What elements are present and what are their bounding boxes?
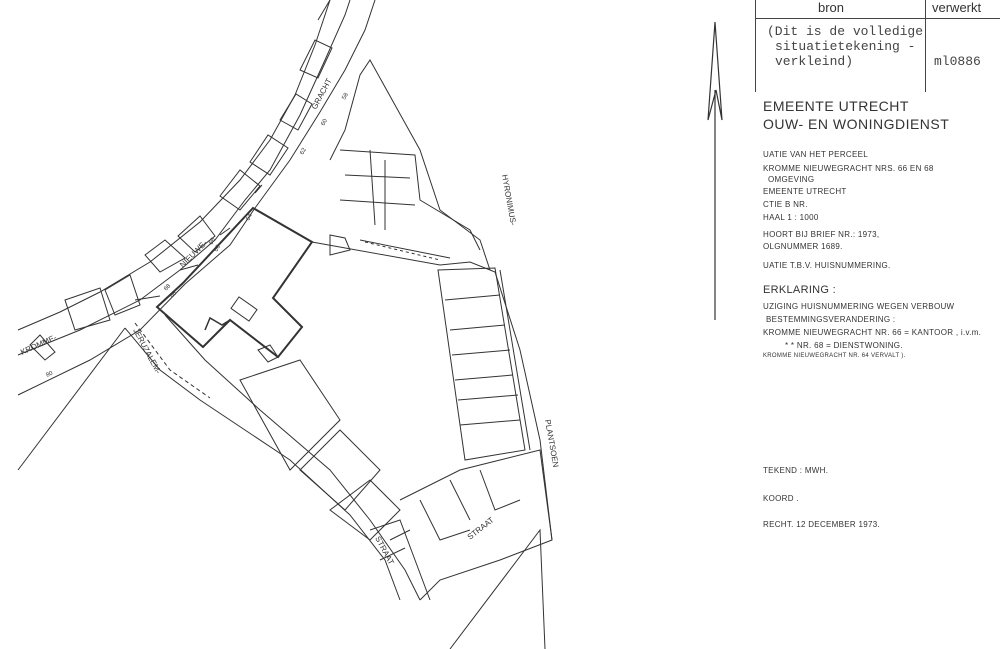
label-gracht: GRACHT — [310, 77, 334, 111]
col-header-bron: bron — [818, 0, 845, 15]
legend-line: UZIGING HUISNUMMERING WEGEN VERBOUW — [763, 302, 955, 311]
processed-id: ml0886 — [934, 54, 981, 69]
label-plantsoen: PLANTSOEN — [543, 419, 560, 469]
label-num-64: 64 — [245, 213, 254, 222]
source-line: (Dit is de volledige — [767, 24, 924, 39]
label-num-62: 62 — [299, 147, 308, 156]
info-line: HOORT BIJ BRIEF NR.: 1973, — [763, 230, 880, 239]
parcel-66-68 — [155, 206, 314, 359]
info-line: KROMME NIEUWEGRACHT NRS. 66 EN 68 — [763, 164, 934, 173]
col-header-verwerkt: verwerkt — [932, 0, 982, 15]
approved: KOORD . — [763, 494, 799, 503]
legend-heading: ERKLARING : — [763, 284, 836, 296]
legend-line: KROMME NIEUWEGRACHT NR. 66 = KANTOOR , i… — [763, 328, 982, 337]
street-south-edge — [17, 0, 376, 396]
street-north-edge — [17, 0, 351, 356]
label-num-80: 80 — [45, 370, 54, 378]
legend-line: KROMME NIEUWEGRACHT NR. 64 VERVALT ). — [763, 353, 906, 359]
drawn-by: TEKEND : MWH. — [763, 466, 829, 475]
org-line-2: OUW- EN WONINGDIENST — [763, 116, 950, 132]
legend-line: BESTEMMINGSVERANDERING : — [766, 315, 896, 324]
label-num-58: 58 — [341, 92, 350, 101]
label-straat-1: STRAAT — [373, 535, 396, 567]
label-num-68: 68 — [163, 283, 172, 292]
label-hyronimus: HYRONIMUS- — [500, 174, 518, 227]
label-num-66a: 66 — [208, 237, 217, 246]
info-line: EMEENTE UTRECHT — [763, 187, 847, 196]
label-num-66c: 66 — [169, 290, 178, 299]
info-line: UATIE T.B.V. HUISNUMMERING. — [763, 261, 891, 270]
org-line-1: EMEENTE UTRECHT — [763, 98, 909, 114]
source-note: (Dit is de volledige situatietekening - … — [767, 24, 923, 69]
label-num-66b: 66 — [213, 244, 222, 253]
source-line: situatietekening - — [775, 39, 916, 54]
source-line: verkleind) — [775, 54, 854, 69]
label-num-60: 60 — [320, 118, 329, 127]
info-line: OMGEVING — [768, 175, 815, 184]
label-jeruzalem: JERUZALEM- — [131, 327, 163, 376]
canal-north-edge — [17, 0, 331, 331]
info-line: OLGNUMMER 1689. — [763, 242, 843, 251]
date-place: RECHT. 12 DECEMBER 1973. — [763, 520, 881, 529]
north-arrow-icon — [707, 21, 723, 320]
info-line: UATIE VAN HET PERCEEL — [763, 150, 868, 159]
info-line: CTIE B NR. — [763, 200, 808, 209]
info-line: HAAL 1 : 1000 — [763, 213, 819, 222]
label-nieuwe: NIEUWE- — [178, 238, 209, 269]
legend-line: * * NR. 68 = DIENSTWONING. — [785, 341, 903, 350]
